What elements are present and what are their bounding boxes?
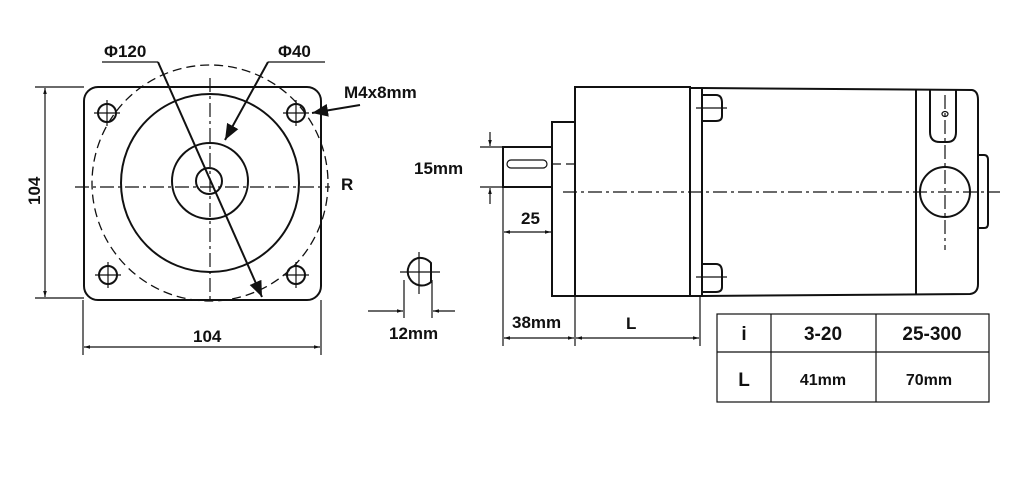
table-header-l: L: [738, 370, 750, 391]
side-view: 15mm 25 38mm L: [414, 86, 1000, 346]
phi40-leader: [224, 61, 269, 141]
table-header-i: i: [741, 324, 746, 345]
shaft-key: [506, 159, 548, 169]
length-table: i 3-20 25-300 L 41mm 70mm: [716, 313, 990, 403]
phi120-leader: [157, 61, 263, 298]
pilot-boss: [551, 121, 576, 297]
shaft-section: 12mm: [368, 252, 455, 343]
table-cell: 41mm: [800, 372, 846, 389]
key-height-label: 15mm: [414, 159, 463, 178]
bolt-label: M4x8mm: [344, 83, 417, 102]
mounting-flange: [83, 86, 322, 301]
bolt-circle: [91, 64, 329, 302]
mounting-holes: [94, 100, 309, 288]
table-cell: 70mm: [906, 372, 952, 389]
shaft-length-label: 38mm: [512, 313, 561, 332]
table-cell: 25-300: [902, 324, 961, 345]
front-view: Φ120 Φ40 M4x8mm R 104 104: [25, 42, 417, 355]
height-dimension: 104: [25, 176, 44, 205]
phi40-label: Φ40: [278, 42, 311, 61]
bottom-tab: [702, 263, 723, 293]
motor-body: [701, 87, 979, 297]
table-cell: 3-20: [804, 324, 842, 345]
shaft-diameter-label: 12mm: [389, 324, 438, 343]
key-length-label: 25: [521, 209, 540, 228]
top-tab: [702, 94, 723, 122]
rotation-label: R: [341, 175, 353, 194]
gearbox-length-label: L: [626, 314, 636, 333]
terminal-slot: [929, 89, 957, 143]
phi120-label: Φ120: [104, 42, 146, 61]
shaft-circle: [195, 167, 223, 195]
bolt-leader: [311, 104, 361, 117]
output-shaft: [502, 146, 553, 188]
pilot-circle: [171, 142, 249, 220]
width-dimension: 104: [193, 327, 222, 346]
